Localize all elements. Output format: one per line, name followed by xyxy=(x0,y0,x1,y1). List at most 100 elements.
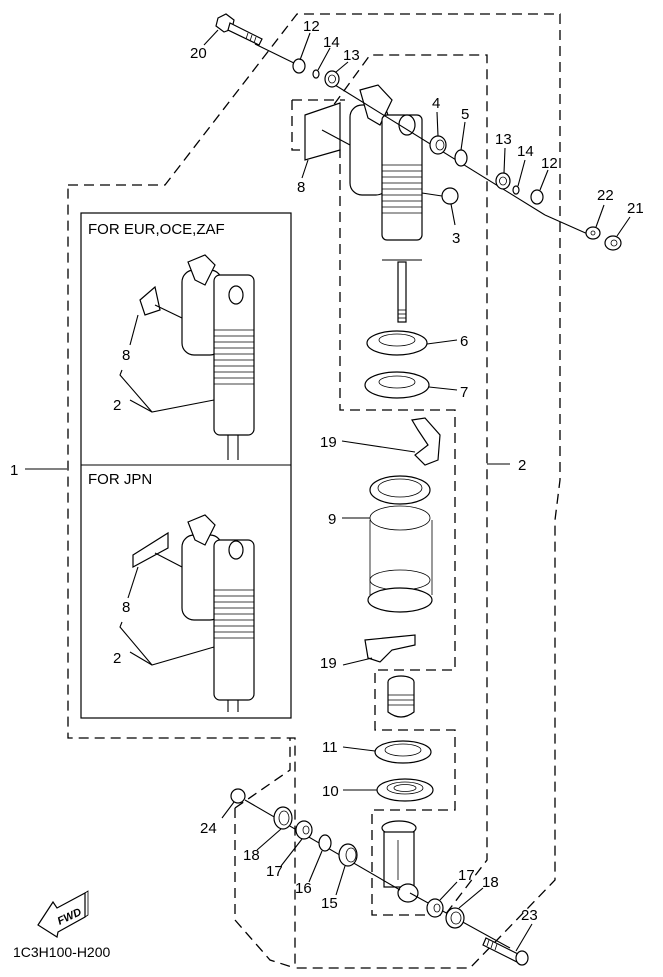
part-10-seat-stopper xyxy=(376,778,434,802)
lower-left-boundary xyxy=(234,808,296,969)
callout-16: 16 xyxy=(295,880,312,897)
inset-title-eur: FOR EUR,OCE,ZAF xyxy=(88,221,225,238)
diagram-code: 1C3H100-H200 xyxy=(13,944,110,960)
jpn-8-leader-2 xyxy=(154,552,183,568)
callout-18-left: 18 xyxy=(243,847,260,864)
callout-21-leader xyxy=(616,216,631,237)
callout-5: 5 xyxy=(461,106,469,123)
assembly-1-boundary xyxy=(67,13,561,969)
inset-eur-callout-2: 2 xyxy=(113,397,121,414)
callout-4: 4 xyxy=(432,95,440,112)
callout-22: 22 xyxy=(597,187,614,204)
callout-17-right: 17 xyxy=(458,867,475,884)
callout-14-leader-top xyxy=(317,47,331,71)
callout-9: 9 xyxy=(328,511,336,528)
part-12-collar-top xyxy=(292,58,306,74)
callout-2: 2 xyxy=(518,457,526,474)
jpn-2-leader xyxy=(119,621,215,666)
inset-title-jpn: FOR JPN xyxy=(88,471,152,488)
part-19-spring-guide-top xyxy=(411,417,441,466)
callout-13-top: 13 xyxy=(343,47,360,64)
inset-jpn-callout-8: 8 xyxy=(122,599,130,616)
callout-14-right: 14 xyxy=(517,143,534,160)
inset-eur-callout-8: 8 xyxy=(122,347,130,364)
callout-7: 7 xyxy=(460,384,468,401)
callout-18-right: 18 xyxy=(482,874,499,891)
eur-2-leader xyxy=(119,369,215,413)
inset-jpn-shock xyxy=(132,514,255,712)
mount-axis-line-2 xyxy=(544,214,591,236)
callout-1: 1 xyxy=(10,462,18,479)
callout-4-leader xyxy=(436,111,439,137)
part-9-spring xyxy=(367,475,433,613)
part-7-lock-nut xyxy=(364,371,430,399)
eur-8-leader-2 xyxy=(154,304,183,319)
callout-7-leader xyxy=(428,386,458,391)
callout-11-leader xyxy=(342,746,376,752)
callout-3-leader xyxy=(450,203,456,226)
callout-20-leader xyxy=(203,29,219,46)
lower-left-boundary-2 xyxy=(234,738,291,809)
callout-12-leader-right xyxy=(539,169,549,191)
callout-5-leader xyxy=(460,121,466,151)
callout-8-leader-b xyxy=(301,159,309,179)
main-shock-absorber xyxy=(349,84,423,323)
callout-13-leader-right xyxy=(503,147,506,174)
bolt-axis-line xyxy=(254,43,301,67)
part-23-bolt xyxy=(482,937,529,966)
callout-15-leader xyxy=(335,865,346,896)
part-3-shaft xyxy=(421,192,443,197)
part-22-washer xyxy=(585,226,601,240)
callout-24-leader xyxy=(221,801,235,819)
part-14-oring-top xyxy=(312,69,320,79)
part-16-collar xyxy=(318,834,332,852)
part-17-seal-right xyxy=(426,898,444,918)
part-14-oring-right xyxy=(512,185,520,195)
inset-eur-shock xyxy=(139,254,255,460)
part-13-seal-right xyxy=(495,172,511,190)
callout-12-right: 12 xyxy=(541,155,558,172)
part-24-nut xyxy=(230,788,246,804)
callout-15: 15 xyxy=(321,895,338,912)
part-13-seal-top xyxy=(324,70,340,88)
bump-stopper xyxy=(387,675,415,718)
callout-8: 8 xyxy=(297,179,305,196)
callout-12-leader-top xyxy=(299,32,311,61)
callout-22-leader xyxy=(595,204,605,228)
part-12-collar-right xyxy=(530,189,544,205)
callout-18-leader-left xyxy=(256,828,282,851)
jpn-8-leader xyxy=(127,566,139,599)
eur-2-leader-2 xyxy=(129,399,153,413)
part-17-seal-left xyxy=(295,820,313,840)
callout-17-left: 17 xyxy=(266,863,283,880)
inset-jpn-callout-2: 2 xyxy=(113,650,121,667)
callout-21: 21 xyxy=(627,200,644,217)
part-15-bearing xyxy=(338,843,358,867)
callout-16-leader xyxy=(308,850,323,883)
assembly-2-boundary xyxy=(291,54,488,916)
jpn-2-leader-2 xyxy=(129,651,153,666)
callout-17-leader-right xyxy=(439,881,458,901)
callout-6: 6 xyxy=(460,333,468,350)
part-18-collar-right xyxy=(445,907,465,929)
callout-12-top: 12 xyxy=(303,18,320,35)
callout-13-leader-top xyxy=(335,61,349,73)
callout-6-leader xyxy=(426,339,458,345)
callout-17-leader-left xyxy=(280,838,303,867)
part-3-adjuster xyxy=(441,187,459,205)
callout-3: 3 xyxy=(452,230,460,247)
callout-20: 20 xyxy=(190,45,207,62)
callout-11: 11 xyxy=(322,739,338,756)
part-21-nut xyxy=(604,235,622,251)
callout-14-leader-right xyxy=(517,159,526,187)
callout-10: 10 xyxy=(322,783,339,800)
callout-19-top: 19 xyxy=(320,434,337,451)
part-6-spring-nut xyxy=(366,330,428,356)
label-sticker xyxy=(304,102,341,161)
callout-23: 23 xyxy=(521,907,538,924)
part-11-spring-seat xyxy=(374,740,432,764)
eur-8-leader xyxy=(129,314,139,346)
callout-24: 24 xyxy=(200,820,217,837)
callout-14-top: 14 xyxy=(323,34,340,51)
